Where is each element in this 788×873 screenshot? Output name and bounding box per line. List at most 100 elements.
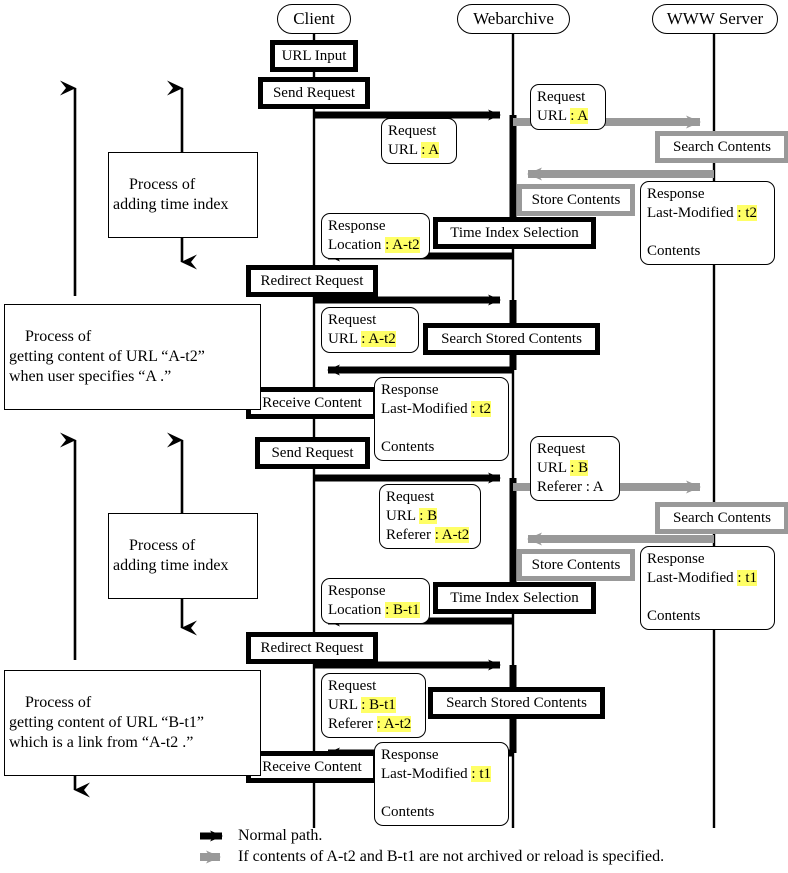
process-label-adding-time-index-1: Process of adding time index [108, 152, 258, 238]
note-line: Response [328, 583, 386, 599]
activity-receive-content-1[interactable]: Receive Content [250, 391, 374, 415]
note-highlight-value: : A-t2 [361, 331, 396, 347]
note-line: Request [328, 312, 377, 328]
activity-send-request-2[interactable]: Send Request [259, 441, 366, 465]
note-line-blank [381, 784, 502, 803]
activity-label: Receive Content [262, 394, 362, 411]
note-highlight-value: : A-t2 [385, 237, 420, 253]
note-highlight-value: : A-t2 [376, 716, 412, 732]
legend-item-alt-path: If contents of A-t2 and B-t1 are not arc… [238, 847, 664, 867]
note-line: Response [381, 382, 439, 398]
activity-search-stored-contents-2[interactable]: Search Stored Contents [432, 691, 601, 715]
activity-search-stored-contents-1[interactable]: Search Stored Contents [427, 327, 596, 351]
process-label-text: Process of adding time index [113, 176, 229, 213]
actor-client-label: Client [293, 9, 335, 28]
actor-server-label: WWW Server [666, 9, 764, 28]
activity-store-contents-1[interactable]: Store Contents [521, 188, 631, 212]
process-label-get-content-b-t1: Process of getting content of URL “B-t1”… [4, 670, 261, 776]
process-label-get-content-a-t2: Process of getting content of URL “A-t2”… [4, 304, 261, 410]
note-line: URL : A-t2 [328, 331, 396, 347]
activity-label: Search Stored Contents [441, 330, 582, 347]
note-request-url-b-t1-referer-a-t2: Request URL : B-t1 Referer : A-t2 [321, 673, 426, 738]
note-line: Referer : A-t2 [386, 527, 470, 543]
actor-client[interactable]: Client [277, 4, 351, 34]
activity-search-contents-2[interactable]: Search Contents [659, 506, 785, 530]
note-request-url-a-server: Request URL : A [530, 84, 606, 130]
note-line: Request [537, 89, 586, 105]
note-line: Contents [381, 439, 435, 455]
note-highlight-value: : t2 [737, 205, 757, 221]
note-line: Location : B-t1 [328, 602, 420, 618]
activity-time-index-selection-2[interactable]: Time Index Selection [437, 586, 592, 610]
note-line: URL : A [537, 108, 589, 124]
note-line: Location : A-t2 [328, 237, 420, 253]
note-line-blank [647, 223, 768, 242]
process-label-text: Process of getting content of URL “B-t1”… [9, 694, 204, 751]
note-line: URL : A [388, 142, 440, 158]
note-highlight-value: : t2 [471, 401, 491, 417]
note-line: Contents [647, 608, 701, 624]
note-line: Request [537, 441, 586, 457]
note-request-url-b-referer-a: Request URL : B Referer : A [530, 436, 620, 501]
note-highlight-value: : t1 [737, 570, 757, 586]
note-line: URL : B-t1 [328, 697, 396, 713]
note-highlight-value: : t1 [471, 766, 491, 782]
activity-label: Send Request [272, 84, 356, 101]
note-line-blank [647, 588, 768, 607]
activity-receive-content-2[interactable]: Receive Content [250, 755, 374, 779]
activity-label: Redirect Request [260, 639, 364, 656]
activity-store-contents-2[interactable]: Store Contents [521, 553, 631, 577]
note-highlight-value: : B [570, 460, 589, 476]
note-line: URL : B [386, 508, 438, 524]
activity-redirect-request-2[interactable]: Redirect Request [250, 636, 374, 660]
activity-time-index-selection-1[interactable]: Time Index Selection [437, 221, 592, 245]
note-highlight-value: : B [419, 508, 438, 524]
note-line: Contents [647, 243, 701, 259]
note-request-url-a-t2: Request URL : A-t2 [321, 307, 419, 353]
activity-label: Time Index Selection [450, 589, 579, 606]
note-line: URL : B [537, 460, 589, 476]
process-label-text: Process of getting content of URL “A-t2”… [9, 328, 205, 385]
activity-label: Search Stored Contents [446, 694, 587, 711]
note-line: Response [328, 218, 386, 234]
legend-text: Normal path. [238, 827, 323, 844]
legend-item-normal-path: Normal path. [238, 826, 322, 846]
activity-url-input[interactable]: URL Input [274, 44, 354, 68]
note-line: Request [328, 678, 377, 694]
note-highlight-value: : A-t2 [434, 527, 470, 543]
note-line: Last-Modified : t2 [647, 205, 757, 221]
note-highlight-value: : A [570, 108, 589, 124]
actor-www-server[interactable]: WWW Server [652, 4, 778, 34]
note-line: Response [381, 747, 439, 763]
note-highlight-value: : B-t1 [385, 602, 420, 618]
note-line: Last-Modified : t2 [381, 401, 491, 417]
note-line: Referer : A [537, 479, 604, 495]
note-highlight-value: : A [421, 142, 440, 158]
actor-webarchive-label: Webarchive [473, 9, 554, 28]
process-label-adding-time-index-2: Process of adding time index [108, 513, 258, 599]
note-highlight-value: : B-t1 [361, 697, 396, 713]
note-line: Request [388, 123, 437, 139]
note-line-blank [381, 419, 502, 438]
activity-send-request-1[interactable]: Send Request [262, 81, 366, 105]
note-line: Response [647, 551, 705, 567]
actor-webarchive[interactable]: Webarchive [457, 4, 570, 34]
activity-label: URL Input [281, 47, 347, 64]
activity-search-contents-1[interactable]: Search Contents [659, 135, 785, 159]
note-line: Response [647, 186, 705, 202]
activity-label: Receive Content [262, 758, 362, 775]
legend-text: If contents of A-t2 and B-t1 are not arc… [238, 848, 665, 865]
note-response-last-modified-t1-client: Response Last-Modified : t1 Contents [374, 742, 509, 826]
note-response-location-a-t2: Response Location : A-t2 [321, 213, 430, 259]
activity-label: Search Contents [673, 509, 771, 526]
note-request-url-b-referer-a-t2: Request URL : B Referer : A-t2 [379, 484, 481, 549]
note-response-last-modified-t1-server: Response Last-Modified : t1 Contents [640, 546, 775, 630]
activity-label: Redirect Request [260, 272, 364, 289]
activity-label: Time Index Selection [450, 224, 579, 241]
note-line: Referer : A-t2 [328, 716, 412, 732]
activity-label: Send Request [271, 444, 354, 461]
activity-label: Store Contents [531, 191, 621, 208]
note-response-last-modified-t2-client: Response Last-Modified : t2 Contents [374, 377, 509, 461]
activity-redirect-request-1[interactable]: Redirect Request [250, 269, 374, 293]
